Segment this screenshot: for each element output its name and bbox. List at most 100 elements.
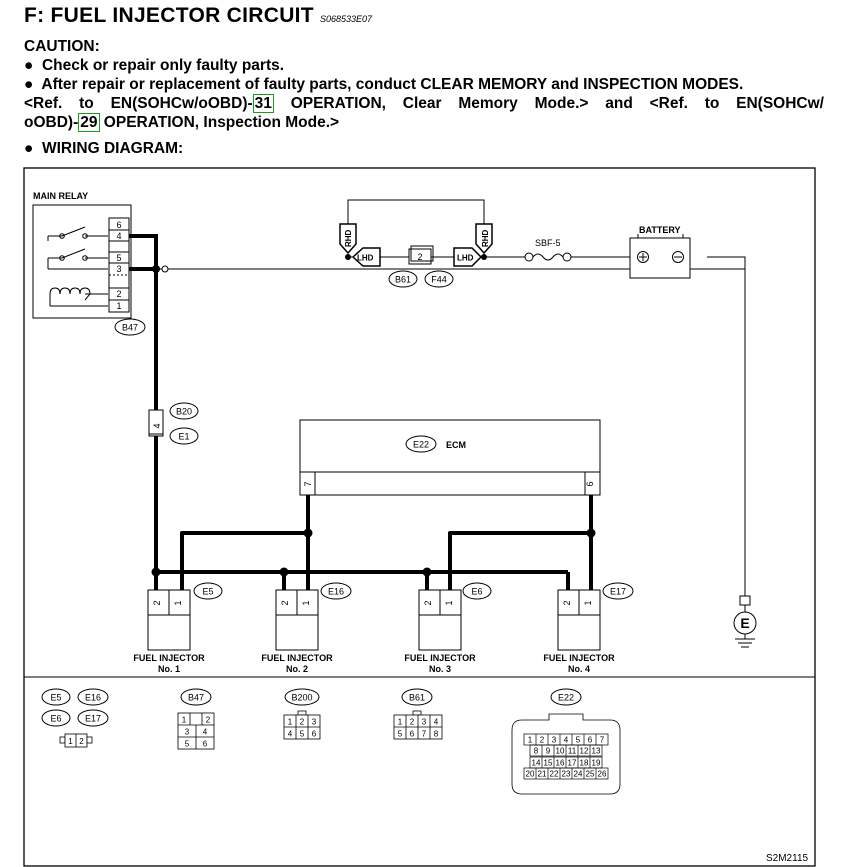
svg-text:E1: E1 bbox=[178, 432, 189, 442]
junction-inj-3 bbox=[422, 567, 432, 577]
svg-text:2: 2 bbox=[423, 600, 433, 605]
relay-coil-icon bbox=[49, 287, 108, 307]
b20-connector-tag: B20 bbox=[169, 402, 199, 420]
lhd-arrow-right: LHD bbox=[453, 247, 483, 267]
svg-text:LHD: LHD bbox=[357, 254, 374, 263]
svg-text:1: 1 bbox=[173, 600, 183, 605]
svg-text:No. 1: No. 1 bbox=[158, 664, 180, 674]
svg-text:FUEL INJECTOR: FUEL INJECTOR bbox=[133, 653, 205, 663]
svg-text:14: 14 bbox=[532, 759, 541, 768]
rhd-arrow-right: RHD bbox=[475, 223, 493, 255]
b47-connector-tag: B47 bbox=[114, 318, 146, 336]
connector-view-e22: E22 1 2 3 4 5 6 7 8 9 10 11 12 13 14 bbox=[511, 688, 621, 795]
svg-text:20: 20 bbox=[526, 770, 535, 779]
relay-switch-2 bbox=[47, 248, 108, 270]
svg-text:3: 3 bbox=[185, 728, 190, 737]
svg-text:E22: E22 bbox=[558, 693, 574, 703]
e22-connector-tag: E22 bbox=[405, 435, 437, 453]
svg-text:2: 2 bbox=[540, 736, 545, 745]
ref-line-2: oOBD)-29 OPERATION, Inspection Mode.> bbox=[24, 113, 340, 132]
svg-text:E17: E17 bbox=[610, 587, 626, 597]
svg-text:6: 6 bbox=[410, 730, 415, 739]
svg-text:RHD: RHD bbox=[481, 229, 490, 247]
relay-pin-3: 3 bbox=[116, 264, 121, 274]
svg-text:1: 1 bbox=[68, 737, 73, 746]
figure-code: S2M2115 bbox=[766, 853, 809, 864]
doc-code: S068533E07 bbox=[319, 14, 372, 24]
svg-text:11: 11 bbox=[568, 747, 577, 756]
svg-text:B20: B20 bbox=[176, 407, 192, 417]
caution-bullet-2: ● After repair or replacement of faulty … bbox=[24, 76, 744, 93]
fuse-label: SBF-5 bbox=[535, 238, 561, 248]
relay-pin-5: 5 bbox=[116, 253, 121, 263]
svg-text:7: 7 bbox=[422, 730, 427, 739]
svg-text:2: 2 bbox=[417, 252, 422, 262]
junction-inj-2 bbox=[279, 567, 289, 577]
svg-text:B200: B200 bbox=[291, 693, 312, 703]
connector-view-b47: B47 1 2 3 4 5 6 bbox=[177, 688, 215, 750]
svg-text:23: 23 bbox=[562, 770, 571, 779]
ground-icon bbox=[733, 595, 757, 648]
svg-text:7: 7 bbox=[600, 736, 605, 745]
f44-connector-tag: F44 bbox=[424, 270, 454, 288]
ref-line-1: <Ref. to EN(SOHCw/oOBD)-31 OPERATION, Cl… bbox=[24, 94, 824, 113]
fuse-icon bbox=[484, 252, 632, 262]
svg-text:8: 8 bbox=[534, 747, 539, 756]
b61-connector-tag: B61 bbox=[388, 270, 418, 288]
svg-text:21: 21 bbox=[538, 770, 547, 779]
svg-text:RHD: RHD bbox=[344, 229, 353, 247]
relay-switch-1 bbox=[47, 226, 108, 241]
junction-ecm-7 bbox=[303, 528, 313, 538]
injector-wires bbox=[154, 495, 593, 596]
svg-text:FUEL INJECTOR: FUEL INJECTOR bbox=[261, 653, 333, 663]
svg-text:12: 12 bbox=[580, 747, 589, 756]
caution-bullet-1: ● Check or repair only faulty parts. bbox=[24, 57, 285, 74]
main-relay-label: MAIN RELAY bbox=[33, 191, 88, 201]
svg-text:4: 4 bbox=[203, 728, 208, 737]
svg-text:1: 1 bbox=[398, 718, 403, 727]
svg-text:9: 9 bbox=[546, 747, 551, 756]
power-wires bbox=[129, 234, 746, 596]
svg-text:24: 24 bbox=[574, 770, 583, 779]
b61-f44-connector: 2 bbox=[408, 245, 434, 265]
terminal-dot bbox=[161, 265, 169, 273]
junction-relay bbox=[152, 265, 160, 273]
svg-text:E16: E16 bbox=[328, 587, 344, 597]
relay-pin-2: 2 bbox=[116, 289, 121, 299]
rhd-arrow-left: RHD bbox=[339, 223, 357, 255]
connector-view-b200: B200 1 2 3 4 5 6 bbox=[283, 688, 321, 740]
ecm-box bbox=[299, 419, 601, 496]
svg-text:2: 2 bbox=[152, 600, 162, 605]
relay-pin-4: 4 bbox=[116, 231, 121, 241]
svg-text:F44: F44 bbox=[431, 275, 447, 285]
svg-text:25: 25 bbox=[586, 770, 595, 779]
svg-text:2: 2 bbox=[300, 718, 305, 727]
fuel-injector-3: 2 1 E6 FUEL INJECTOR No. 3 bbox=[404, 582, 492, 674]
fuel-injector-2: 2 1 E16 FUEL INJECTOR No. 2 bbox=[261, 582, 352, 674]
svg-text:4: 4 bbox=[434, 718, 439, 727]
svg-text:1: 1 bbox=[288, 718, 293, 727]
ref-link-inspection-mode[interactable]: 29 bbox=[78, 113, 100, 132]
svg-text:1: 1 bbox=[444, 600, 454, 605]
connector-view-b61: B61 1 2 3 4 5 6 7 8 bbox=[393, 688, 443, 740]
svg-text:6: 6 bbox=[312, 730, 317, 739]
junction-left bbox=[345, 254, 351, 260]
svg-text:5: 5 bbox=[576, 736, 581, 745]
svg-text:No. 3: No. 3 bbox=[429, 664, 451, 674]
ground-label: E bbox=[740, 615, 749, 631]
diagram-frame bbox=[23, 167, 816, 867]
svg-text:E5: E5 bbox=[50, 693, 61, 703]
svg-text:No. 2: No. 2 bbox=[286, 664, 308, 674]
svg-text:E6: E6 bbox=[50, 714, 61, 724]
svg-text:FUEL INJECTOR: FUEL INJECTOR bbox=[404, 653, 476, 663]
battery-label: BATTERY bbox=[639, 225, 681, 235]
ecm-pin-6: 6 bbox=[585, 481, 595, 486]
svg-text:6: 6 bbox=[588, 736, 593, 745]
svg-text:LHD: LHD bbox=[457, 254, 474, 263]
ref-link-clear-memory[interactable]: 31 bbox=[252, 94, 274, 113]
svg-text:17: 17 bbox=[568, 759, 577, 768]
ecm-pin-7: 7 bbox=[303, 481, 313, 486]
svg-text:2: 2 bbox=[562, 600, 572, 605]
